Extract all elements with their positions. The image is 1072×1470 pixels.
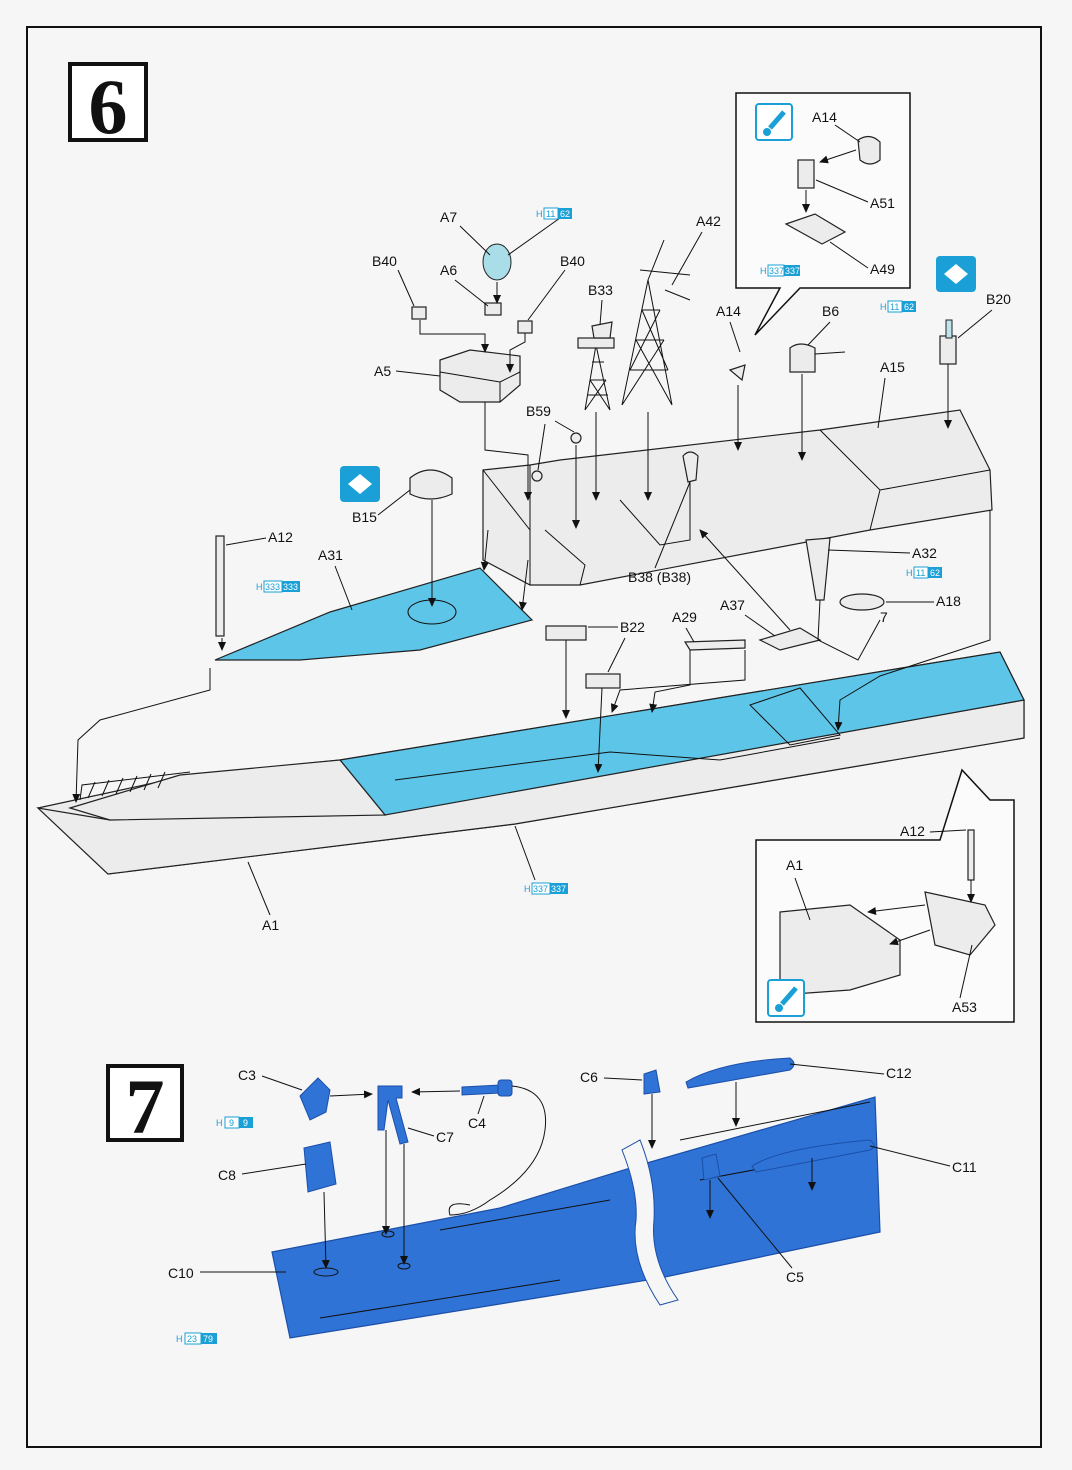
label-a32: A32 xyxy=(912,545,937,561)
paint-code-a1: H 337 337 xyxy=(524,882,568,895)
label-a18: A18 xyxy=(936,593,961,609)
label-c7: C7 xyxy=(436,1129,454,1145)
label-a6: A6 xyxy=(440,262,457,278)
label-a18-num: 7 xyxy=(880,609,888,625)
svg-text:9: 9 xyxy=(243,1118,248,1128)
paint-code-b20: H 11 62 xyxy=(880,300,916,313)
label-c8: C8 xyxy=(218,1167,236,1183)
label-a7: A7 xyxy=(440,209,457,225)
label-inset-a49: A49 xyxy=(870,261,895,277)
step7-labels: C3 C4 C7 C8 C6 C12 C11 C10 C5 xyxy=(168,1063,977,1285)
svg-text:H: H xyxy=(256,582,263,592)
label-b20: B20 xyxy=(986,291,1011,307)
label-b40-right: B40 xyxy=(560,253,585,269)
deck-part-a31 xyxy=(214,567,534,661)
label-b38: B38 (B38) xyxy=(628,569,691,585)
svg-text:62: 62 xyxy=(560,209,570,219)
label-a1-main: A1 xyxy=(262,917,279,933)
label-a42: A42 xyxy=(696,213,721,229)
label-a15: A15 xyxy=(880,359,905,375)
label-inset-a1: A1 xyxy=(786,857,803,873)
paint-code-c3: H 9 9 xyxy=(216,1116,253,1129)
label-inset-a12: A12 xyxy=(900,823,925,839)
step-6-badge: 6 xyxy=(68,62,148,150)
step7-arrows xyxy=(321,1082,816,1269)
label-b15: B15 xyxy=(352,509,377,525)
label-b59: B59 xyxy=(526,403,551,419)
flip-icon xyxy=(340,466,380,502)
label-b40-left: B40 xyxy=(372,253,397,269)
label-c6: C6 xyxy=(580,1069,598,1085)
step6-labels: A7 B40 A6 B40 A5 B33 A42 A14 B6 A15 B20 … xyxy=(225,209,1011,933)
svg-text:11: 11 xyxy=(546,209,555,219)
svg-text:337: 337 xyxy=(769,266,784,276)
svg-text:H: H xyxy=(176,1334,183,1344)
svg-text:337: 337 xyxy=(785,266,800,276)
inset-top: A14 A51 A49 H 337 337 xyxy=(735,92,911,336)
label-b6: B6 xyxy=(822,303,839,319)
svg-text:333: 333 xyxy=(265,582,280,592)
label-b33: B33 xyxy=(588,282,613,298)
svg-text:337: 337 xyxy=(551,884,566,894)
step7-parts xyxy=(299,1057,875,1193)
svg-text:62: 62 xyxy=(904,302,914,312)
label-c12: C12 xyxy=(886,1065,912,1081)
paint-code-a7: H 11 62 xyxy=(536,207,572,220)
small-parts-step6 xyxy=(215,319,957,689)
step-7-number: 7 xyxy=(126,1063,165,1150)
label-inset-a14: A14 xyxy=(812,109,837,125)
svg-text:H: H xyxy=(760,266,767,276)
label-a12-main: A12 xyxy=(268,529,293,545)
svg-text:333: 333 xyxy=(283,582,298,592)
svg-text:62: 62 xyxy=(930,568,940,578)
svg-text:23: 23 xyxy=(187,1334,197,1344)
superstructure-a15 xyxy=(482,409,993,586)
svg-text:H: H xyxy=(906,568,913,578)
label-c10: C10 xyxy=(168,1265,194,1281)
svg-text:9: 9 xyxy=(229,1118,234,1128)
svg-text:11: 11 xyxy=(890,302,899,312)
bridge-block-a5 xyxy=(411,243,533,403)
glue-icon xyxy=(755,103,793,141)
label-c11: C11 xyxy=(952,1159,977,1175)
svg-text:H: H xyxy=(536,209,543,219)
svg-text:79: 79 xyxy=(203,1334,213,1344)
label-a5: A5 xyxy=(374,363,391,379)
label-c3: C3 xyxy=(238,1067,256,1083)
label-c5: C5 xyxy=(786,1269,804,1285)
svg-text:11: 11 xyxy=(916,568,925,578)
step6-arrows xyxy=(72,282,991,803)
glue-icon xyxy=(767,979,805,1017)
label-a29: A29 xyxy=(672,609,697,625)
paint-code-a31: H 333 333 xyxy=(256,580,300,593)
step-6-number: 6 xyxy=(89,63,128,150)
paint-code-c10: H 23 79 xyxy=(176,1332,217,1345)
label-inset-a51: A51 xyxy=(870,195,895,211)
flip-icon xyxy=(936,256,976,292)
label-a14-main: A14 xyxy=(716,303,741,319)
label-a31: A31 xyxy=(318,547,343,563)
svg-text:H: H xyxy=(216,1118,223,1128)
svg-text:337: 337 xyxy=(533,884,548,894)
step-7-badge: 7 xyxy=(106,1063,184,1150)
mast-b33 xyxy=(577,321,615,411)
mast-a42 xyxy=(621,239,691,406)
paint-code-a18: H 11 62 xyxy=(906,566,942,579)
page-frame xyxy=(26,26,1042,1448)
svg-text:H: H xyxy=(880,302,887,312)
label-c4: C4 xyxy=(468,1115,486,1131)
paint-code-a49: H 337 337 xyxy=(760,264,800,277)
label-a37: A37 xyxy=(720,597,745,613)
inset-bottom: A12 A1 A53 xyxy=(755,768,1015,1023)
lower-hull-c10 xyxy=(271,1096,881,1339)
label-b22: B22 xyxy=(620,619,645,635)
svg-text:H: H xyxy=(524,884,531,894)
label-inset-a53: A53 xyxy=(952,999,977,1015)
